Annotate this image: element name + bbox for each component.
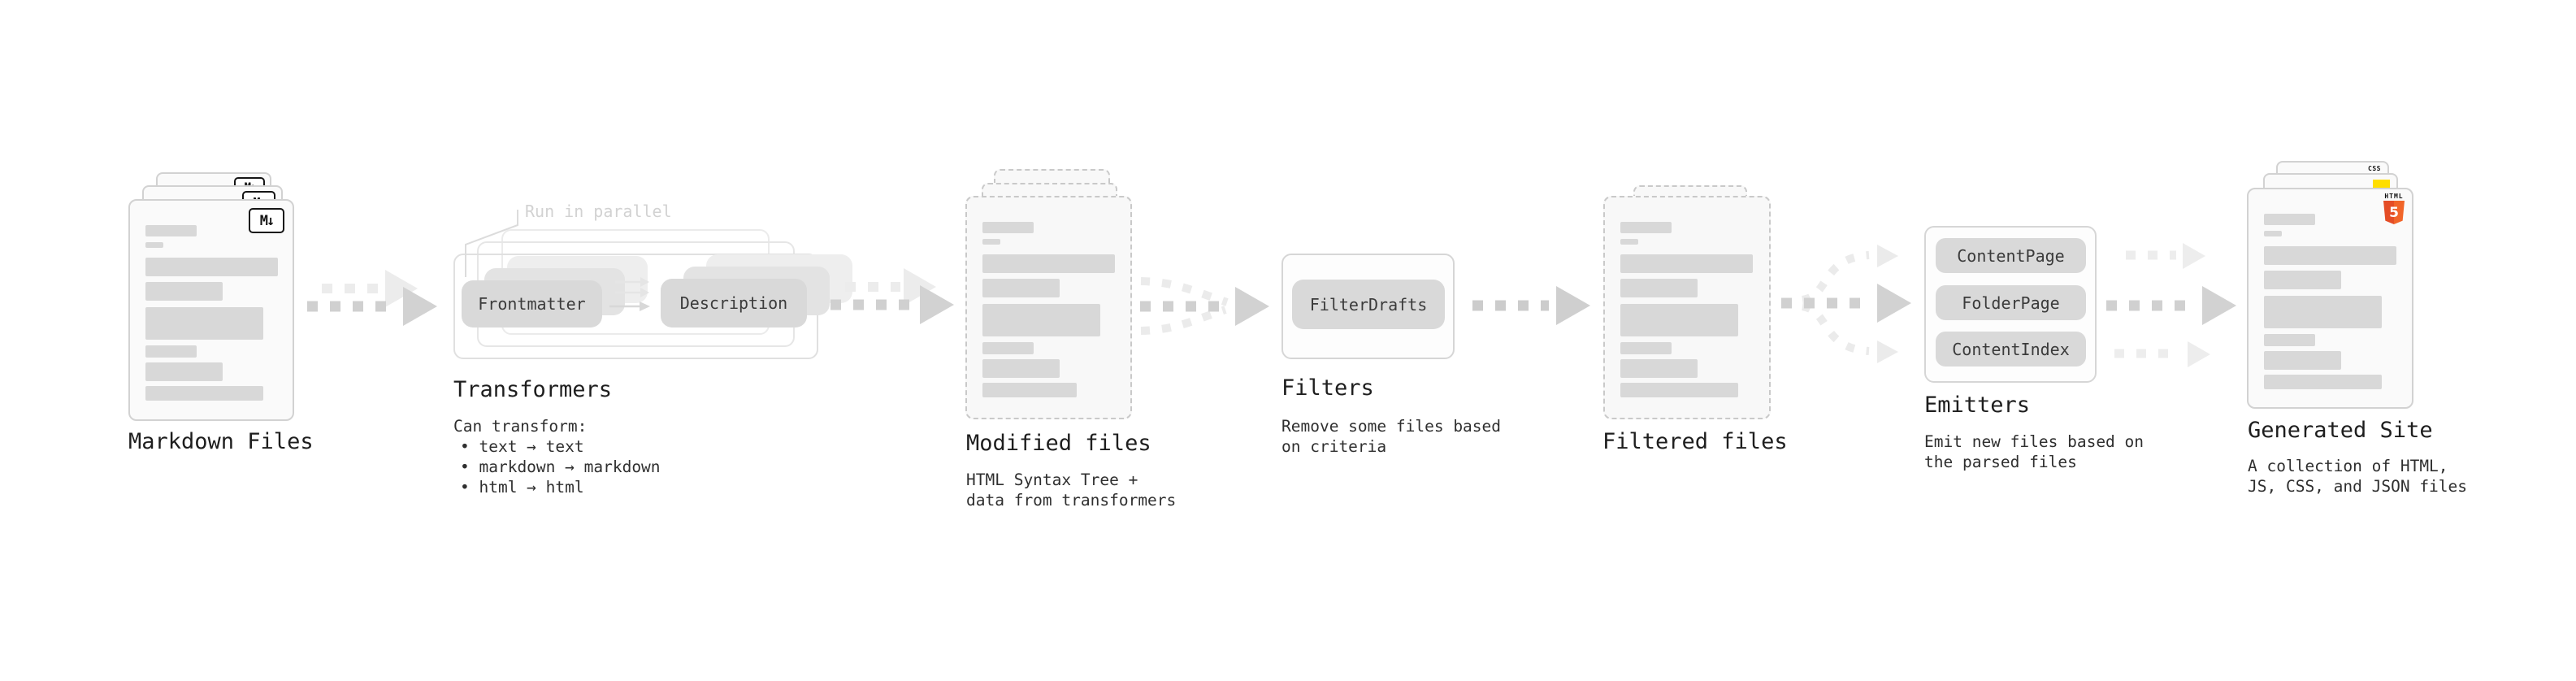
folderpage-pill: FolderPage — [1936, 285, 2086, 320]
generated-site-stack: CSS HTML 5 — [2247, 161, 2413, 409]
document-placeholder-lines — [967, 197, 1130, 397]
description-line: on criteria — [1281, 437, 1387, 456]
markdown-icon: M↓ — [249, 208, 284, 233]
document-placeholder-lines — [1605, 197, 1769, 397]
document-placeholder-lines — [130, 201, 293, 401]
stage-label-transformers: Transformers — [453, 377, 613, 402]
description-bullet: • text → text — [460, 437, 584, 456]
arrow-emitters-to-generated — [2106, 243, 2236, 367]
description-line: data from transformers — [966, 491, 1177, 510]
modified-files-stack — [965, 169, 1132, 419]
description-line: Emit new files based on — [1924, 432, 2144, 451]
generated-site-description: A collection of HTML, JS, CSS, and JSON … — [2248, 456, 2467, 497]
description-line: the parsed files — [1924, 453, 2077, 471]
description-bullet: • html → html — [460, 478, 584, 497]
stage-label-emitters: Emitters — [1924, 393, 2031, 418]
stage-label-filters: Filters — [1281, 375, 1374, 401]
document-placeholder-lines — [2249, 189, 2412, 389]
markdown-file-card-front: M↓ — [128, 199, 294, 421]
html5-icon: HTML 5 — [2383, 193, 2405, 224]
filterdrafts-pill: FilterDrafts — [1292, 280, 1445, 329]
transformers-description: Can transform: • text → text • markdown … — [453, 416, 661, 497]
stage-label-modified-files: Modified files — [966, 431, 1151, 456]
stage-label-filtered-files: Filtered files — [1602, 429, 1788, 454]
emitters-description: Emit new files based on the parsed files — [1924, 432, 2144, 472]
stage-label-generated-site: Generated Site — [2248, 418, 2433, 443]
arrow-markdown-to-transformers — [307, 270, 437, 326]
markdown-files-stack: M↓ M↓ M↓ — [128, 172, 294, 421]
description-bullet: • markdown → markdown — [460, 458, 661, 476]
arrow-filtered-to-emitters — [1781, 245, 1911, 363]
modified-file-card-front — [965, 196, 1132, 419]
contentindex-pill: ContentIndex — [1936, 332, 2086, 367]
html5-shield: 5 — [2383, 201, 2405, 224]
description-transformer-pill: Description — [661, 279, 807, 327]
html-file-card-front: HTML 5 — [2247, 188, 2413, 409]
stage-label-markdown-files: Markdown Files — [128, 429, 314, 454]
run-in-parallel-annotation: Run in parallel — [525, 202, 672, 221]
modified-files-description: HTML Syntax Tree + data from transformer… — [966, 470, 1176, 510]
filtered-file-card-front — [1603, 196, 1771, 419]
contentpage-pill: ContentPage — [1936, 238, 2086, 273]
description-line: JS, CSS, and JSON files — [2248, 477, 2468, 496]
description-line: HTML Syntax Tree + — [966, 471, 1138, 489]
filtered-files-stack — [1603, 185, 1771, 419]
description-line: Remove some files based — [1281, 417, 1502, 436]
description-line: A collection of HTML, — [2248, 457, 2448, 475]
arrow-filters-to-filtered — [1472, 286, 1590, 325]
arrow-modified-to-filters — [1140, 277, 1269, 335]
description-line: Can transform: — [453, 417, 588, 436]
filters-description: Remove some files based on criteria — [1281, 416, 1501, 457]
frontmatter-transformer-pill: Frontmatter — [462, 280, 602, 327]
